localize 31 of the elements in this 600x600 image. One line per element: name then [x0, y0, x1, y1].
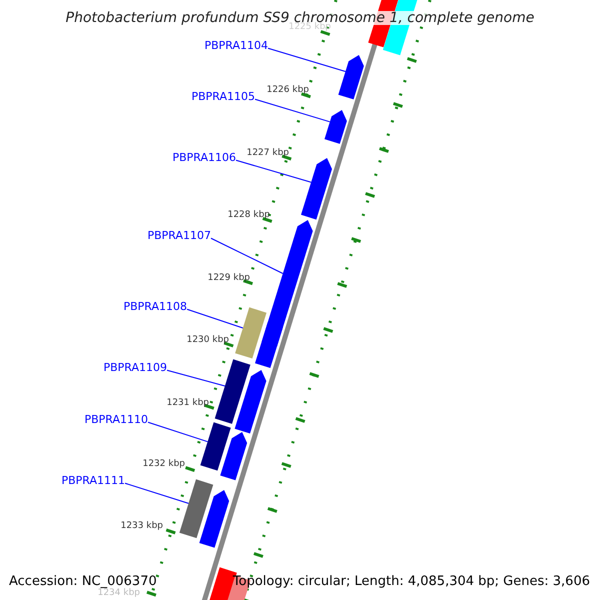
- scale-label: 1229 kbp: [208, 274, 250, 282]
- gene-feature: [338, 55, 364, 100]
- gene-bar: [200, 422, 231, 471]
- gene-feature: [301, 158, 332, 220]
- gene-bar: [235, 307, 266, 358]
- gene-label: PBPRA1105: [191, 91, 255, 102]
- gene-label: PBPRA1106: [172, 152, 236, 163]
- gene-label: PBPRA1110: [84, 414, 148, 425]
- gene-label: PBPRA1111: [61, 475, 125, 486]
- gene-bar: [179, 479, 214, 538]
- scale-label: 1231 kbp: [166, 398, 209, 408]
- leader-line: [268, 48, 346, 72]
- accession-text: Accession: NC_006370: [9, 574, 157, 588]
- scale-label: 1234 kbp: [98, 588, 140, 598]
- gene-label: PBPRA1108: [123, 301, 187, 312]
- leader-line: [236, 160, 312, 183]
- gene-bar: [214, 359, 250, 424]
- gene-label: PBPRA1107: [147, 230, 211, 241]
- scale-label: 1230 kbp: [186, 336, 229, 344]
- leader-line: [166, 370, 226, 386]
- leader-line: [254, 98, 330, 122]
- gene-label: PBPRA1109: [103, 362, 167, 373]
- gene-label: PBPRA1104: [204, 40, 268, 51]
- scale-label: 1226 kbp: [266, 86, 309, 94]
- leader-line: [124, 482, 190, 504]
- leader-line: [148, 422, 208, 442]
- leader-line: [186, 308, 244, 328]
- gene-feature: [324, 110, 347, 144]
- scale-label: 1232 kbp: [142, 460, 185, 468]
- leader-line: [210, 238, 284, 274]
- genome-info-text: Topology: circular; Length: 4,085,304 bp; Genes: 3,606: [232, 574, 590, 588]
